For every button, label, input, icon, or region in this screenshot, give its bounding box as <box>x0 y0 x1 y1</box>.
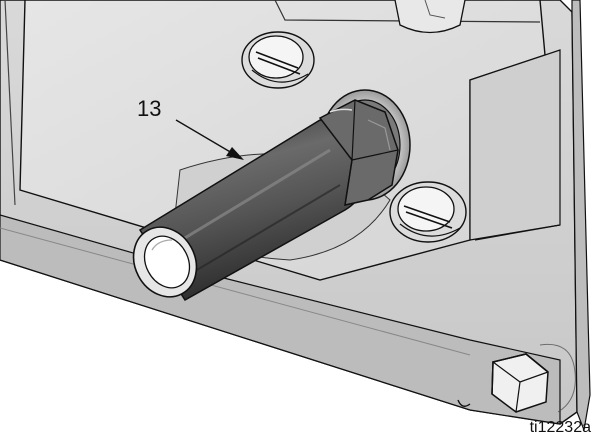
top-fitting <box>394 0 466 34</box>
slotted-screw-icon <box>389 181 467 243</box>
hex-bolt-outline <box>539 343 576 413</box>
slotted-screw-icon <box>241 31 315 89</box>
hex-bolt-icon <box>491 353 549 413</box>
hex-nut <box>318 99 399 206</box>
callout-number: 13 <box>137 96 162 121</box>
callout-leader <box>175 119 244 160</box>
panel-notch <box>457 399 471 407</box>
figure-id: ti12232a <box>529 419 591 436</box>
tube-opening <box>132 226 198 298</box>
